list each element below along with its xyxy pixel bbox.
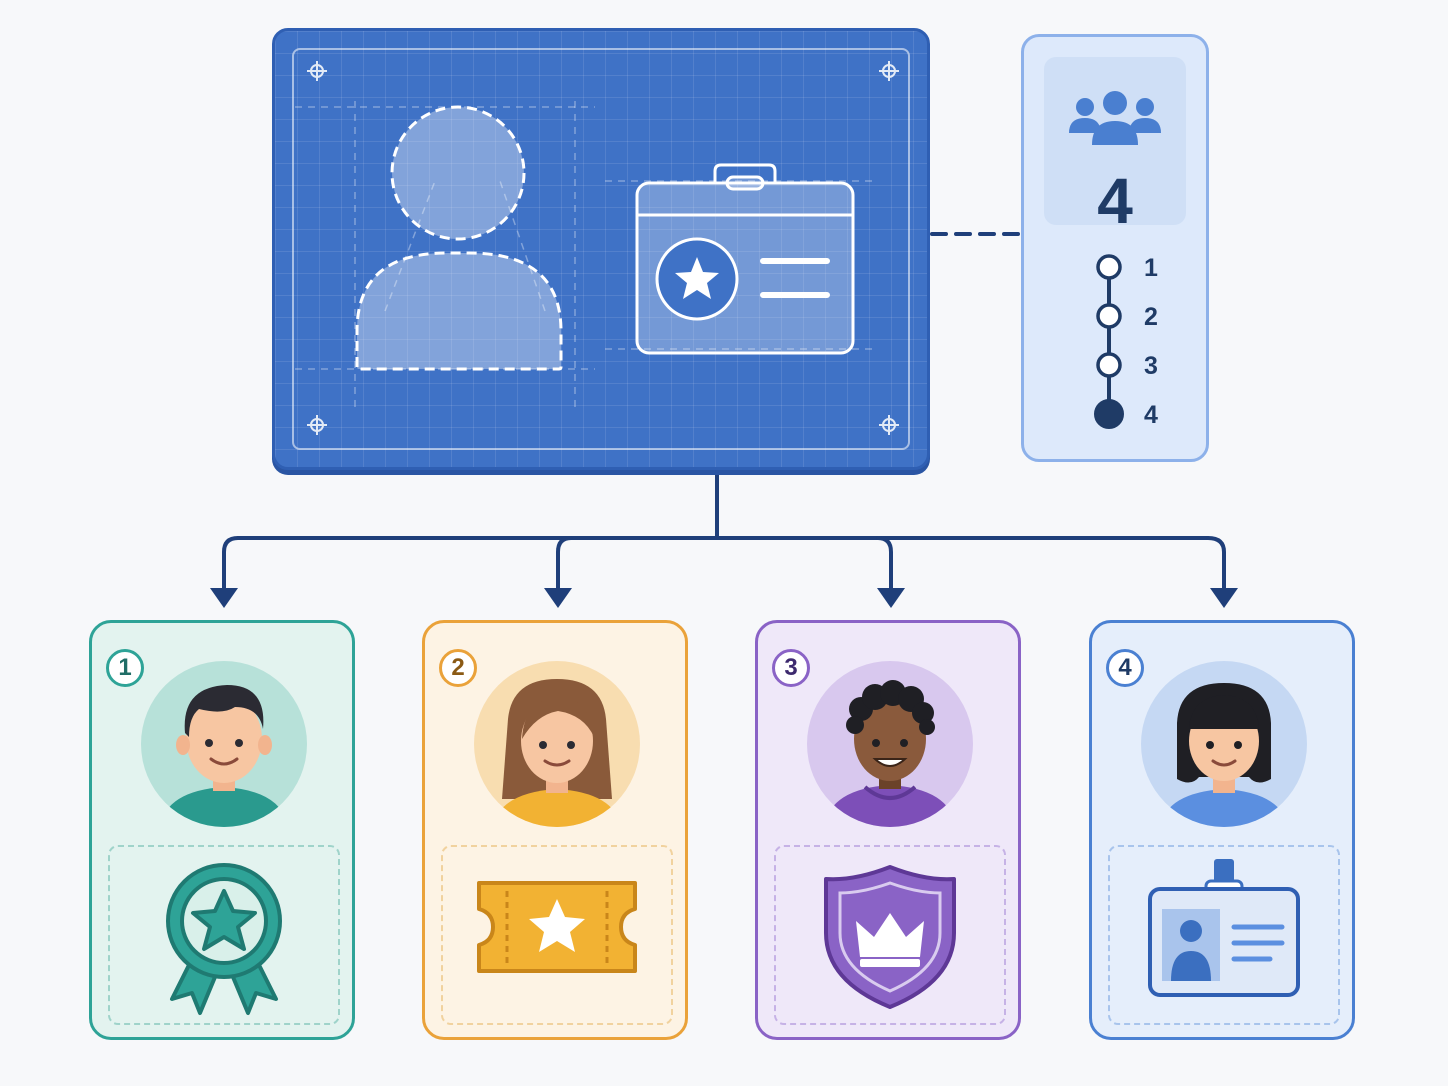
crosshair-icon bbox=[879, 415, 899, 435]
member-count-box: 4 bbox=[1044, 57, 1186, 233]
crosshair-icon bbox=[307, 61, 327, 81]
avatar-1 bbox=[141, 661, 307, 827]
avatar-3 bbox=[807, 661, 973, 827]
arrowhead-card-1 bbox=[210, 588, 238, 608]
group-icon bbox=[1069, 91, 1161, 145]
member-count-panel: 4 1 2 3 4 bbox=[1021, 34, 1209, 462]
member-card-3: 3 bbox=[755, 620, 1021, 1040]
step-label-4: 4 bbox=[1144, 401, 1158, 429]
crown-shield-icon bbox=[824, 865, 956, 1009]
arrowhead-card-3 bbox=[877, 588, 905, 608]
blueprint-frame bbox=[292, 48, 910, 450]
crosshair-icon bbox=[879, 61, 899, 81]
item-slot bbox=[441, 845, 673, 1025]
person-placeholder-icon bbox=[355, 105, 563, 371]
member-card-1: 1 bbox=[89, 620, 355, 1040]
blueprint-drawing bbox=[295, 61, 899, 435]
branch-to-card-3 bbox=[876, 536, 893, 594]
step-label-3: 3 bbox=[1144, 352, 1158, 380]
avatar-2 bbox=[474, 661, 640, 827]
member-count-value: 4 bbox=[1097, 165, 1133, 237]
card-number-badge: 3 bbox=[772, 649, 810, 687]
avatar-4 bbox=[1141, 661, 1307, 827]
blueprint-template bbox=[272, 28, 930, 470]
id-badge-icon bbox=[1148, 859, 1300, 997]
step-node-2 bbox=[1096, 303, 1122, 329]
step-track bbox=[1094, 254, 1124, 429]
step-node-4 bbox=[1094, 399, 1124, 429]
step-node-3 bbox=[1096, 352, 1122, 378]
id-card-placeholder-icon bbox=[635, 163, 855, 355]
branch-to-card-2 bbox=[556, 536, 573, 594]
member-card-2: 2 bbox=[422, 620, 688, 1040]
arrowhead-card-4 bbox=[1210, 588, 1238, 608]
step-label-1: 1 bbox=[1144, 254, 1158, 282]
card-number-badge: 4 bbox=[1106, 649, 1144, 687]
arrowhead-card-2 bbox=[544, 588, 572, 608]
step-node-1 bbox=[1096, 254, 1122, 280]
step-label-2: 2 bbox=[1144, 303, 1158, 331]
crosshair-icon bbox=[307, 415, 327, 435]
item-slot bbox=[774, 845, 1006, 1025]
item-slot bbox=[1108, 845, 1340, 1025]
branch-to-card-4 bbox=[1206, 536, 1226, 594]
award-ribbon-icon bbox=[166, 863, 282, 1015]
item-slot bbox=[108, 845, 340, 1025]
ticket-icon bbox=[477, 881, 637, 973]
member-card-4: 4 bbox=[1089, 620, 1355, 1040]
card-number-badge: 1 bbox=[106, 649, 144, 687]
card-number-badge: 2 bbox=[439, 649, 477, 687]
branch-to-card-1 bbox=[222, 536, 240, 594]
